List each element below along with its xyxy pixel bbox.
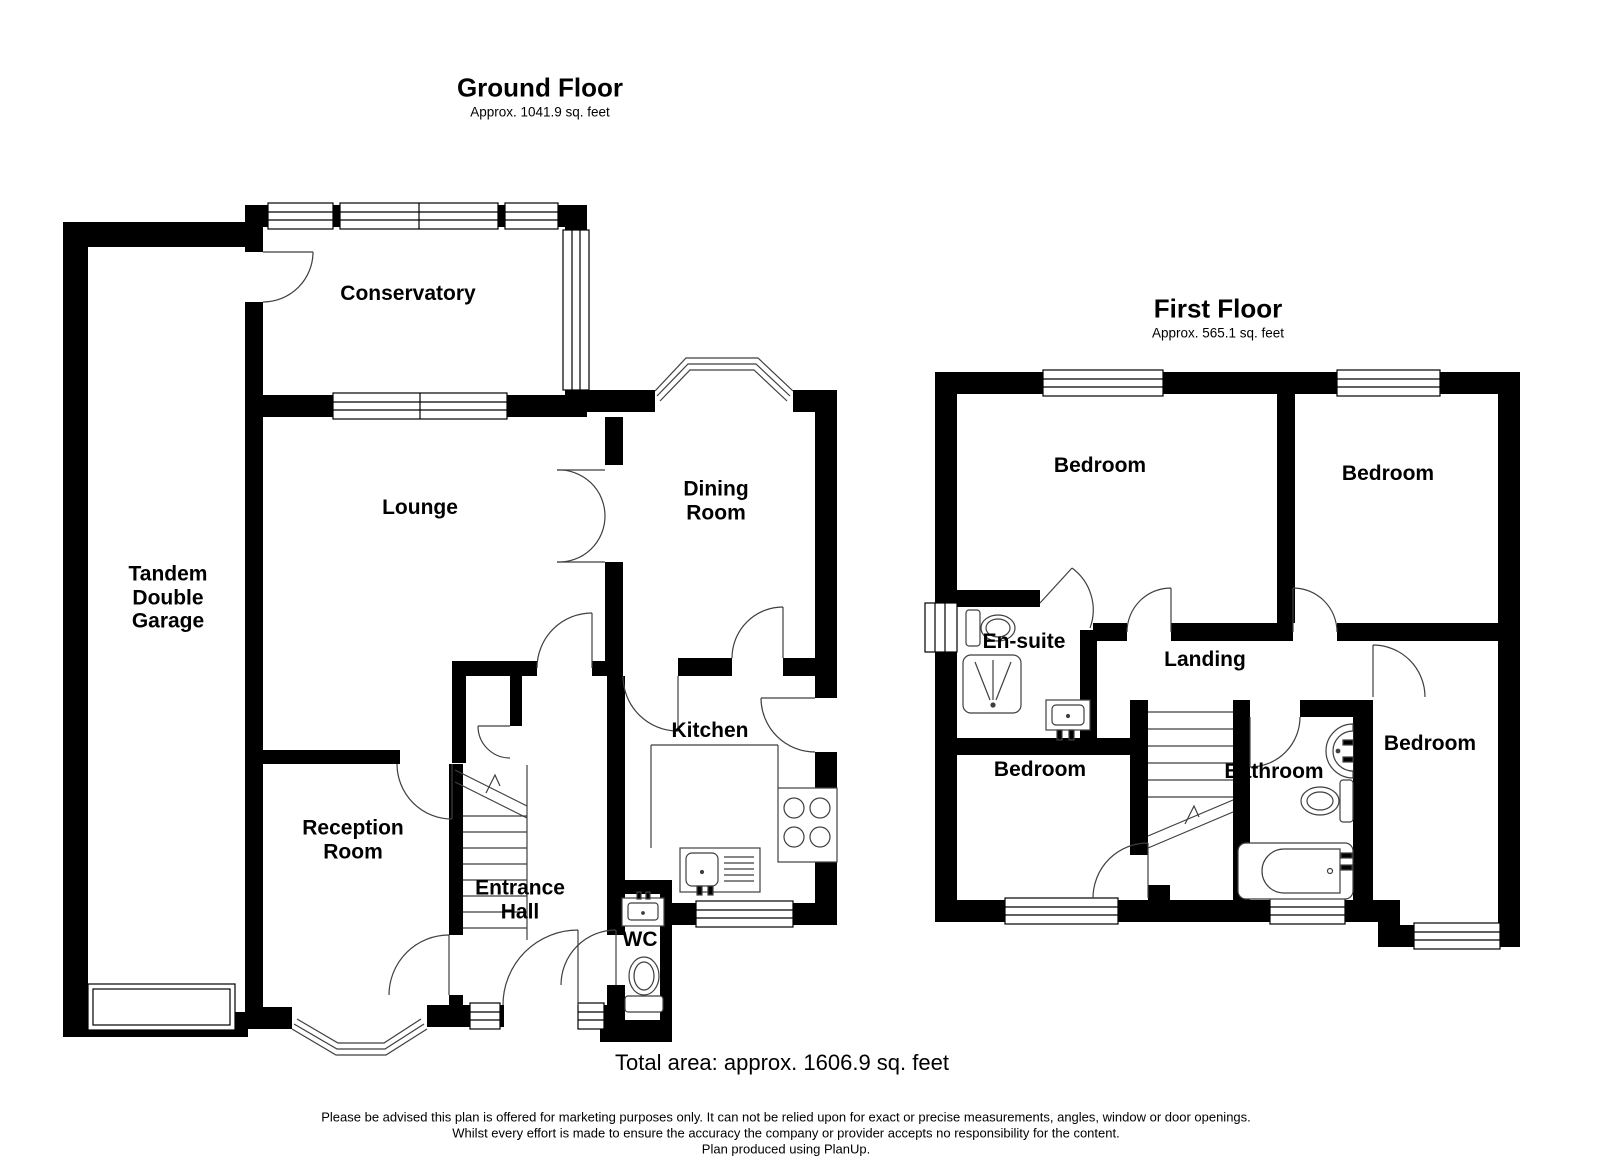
double-door-arc xyxy=(556,469,606,563)
wc-sink-icon xyxy=(621,891,665,927)
room-label-bedroom-bottom-right: Bedroom xyxy=(1383,732,1477,756)
door-arc xyxy=(1249,716,1301,768)
door-arc xyxy=(502,929,579,1006)
door-arc xyxy=(1126,587,1172,633)
ground-floor-stairs xyxy=(454,765,528,940)
room-label-bathroom: Bathroom xyxy=(1224,760,1324,784)
window xyxy=(1269,897,1346,925)
window xyxy=(1413,922,1501,950)
first-floor-windows xyxy=(924,369,1501,950)
toilet-icon xyxy=(1300,779,1354,823)
door-arc xyxy=(388,934,450,996)
door-arc xyxy=(396,763,453,820)
window xyxy=(504,202,559,230)
room-label-wc: WC xyxy=(622,928,658,952)
room-label-kitchen: Kitchen xyxy=(671,719,749,743)
kitchen-sink-icon xyxy=(679,847,761,896)
door-arc xyxy=(536,612,593,669)
window xyxy=(469,1002,501,1030)
door-arc xyxy=(1039,567,1094,629)
ground-floor-plan xyxy=(63,202,838,1056)
window xyxy=(1042,369,1164,397)
door-arc xyxy=(1092,842,1149,899)
wc-fixtures xyxy=(621,891,665,1013)
cupboard-door-arc xyxy=(477,725,511,759)
door-arc xyxy=(1372,644,1426,698)
room-label-en-suite: En-suite xyxy=(982,630,1066,654)
window xyxy=(577,1002,605,1030)
credit-text: Plan produced using PlanUp. xyxy=(701,1141,871,1157)
ground-floor-walls xyxy=(63,205,837,1042)
room-label-bedroom-top-right: Bedroom xyxy=(1341,462,1435,486)
ground-floor-windows xyxy=(87,202,794,1056)
toilet-icon xyxy=(624,956,664,1013)
room-label-landing: Landing xyxy=(1164,648,1246,672)
door-arc xyxy=(760,697,816,753)
disclaimer-line-1: Please be advised this plan is offered f… xyxy=(321,1109,1251,1125)
bath-icon xyxy=(1237,842,1354,900)
first-floor-walls xyxy=(935,372,1520,947)
room-label-bedroom-top-left: Bedroom xyxy=(1053,454,1147,478)
total-area-text: Total area: approx. 1606.9 sq. feet xyxy=(615,1050,949,1075)
sink-icon xyxy=(1325,723,1354,779)
ensuite-fixtures xyxy=(962,609,1091,741)
room-label-conservatory: Conservatory xyxy=(340,282,476,306)
first-floor-title: First Floor xyxy=(1153,293,1283,324)
ground-floor-area: Approx. 1041.9 sq. feet xyxy=(470,104,610,120)
first-floor-doors xyxy=(1039,567,1426,899)
first-floor-area: Approx. 565.1 sq. feet xyxy=(1151,325,1285,341)
bathroom-fixtures xyxy=(1237,723,1354,900)
window xyxy=(1336,369,1441,397)
room-label-reception-room: Reception Room xyxy=(302,816,404,863)
ground-floor-doors xyxy=(262,251,816,1006)
kitchen-fixtures xyxy=(650,744,838,896)
room-label-garage: Tandem Double Garage xyxy=(128,562,208,633)
garage-door xyxy=(87,983,236,1031)
bay-window xyxy=(291,1018,428,1056)
door-arc xyxy=(560,929,617,986)
room-label-bedroom-bottom-left: Bedroom xyxy=(993,758,1087,782)
toilet-icon xyxy=(965,609,1016,647)
window xyxy=(339,202,499,230)
kitchen-counter xyxy=(650,744,779,848)
window xyxy=(695,900,794,928)
first-floor-plan xyxy=(924,369,1520,950)
hob-icon xyxy=(777,787,838,863)
window xyxy=(924,602,958,653)
sink-icon xyxy=(1045,699,1091,741)
ground-floor-title: Ground Floor xyxy=(456,72,624,103)
window xyxy=(267,202,334,230)
door-arc xyxy=(622,675,679,732)
window xyxy=(562,229,590,391)
room-label-entrance-hall: Entrance Hall xyxy=(475,876,565,923)
disclaimer-line-2: Whilst every effort is made to ensure th… xyxy=(452,1125,1120,1141)
window xyxy=(1004,897,1119,925)
first-floor-stairs xyxy=(1147,711,1234,849)
door-arc xyxy=(731,606,784,659)
door-arc xyxy=(1292,587,1338,633)
window xyxy=(332,392,508,420)
bay-window xyxy=(654,357,794,402)
room-label-dining-room: Dining Room xyxy=(683,477,749,524)
room-label-lounge: Lounge xyxy=(382,496,458,520)
door-arc xyxy=(262,251,314,303)
shower-icon xyxy=(962,654,1022,714)
